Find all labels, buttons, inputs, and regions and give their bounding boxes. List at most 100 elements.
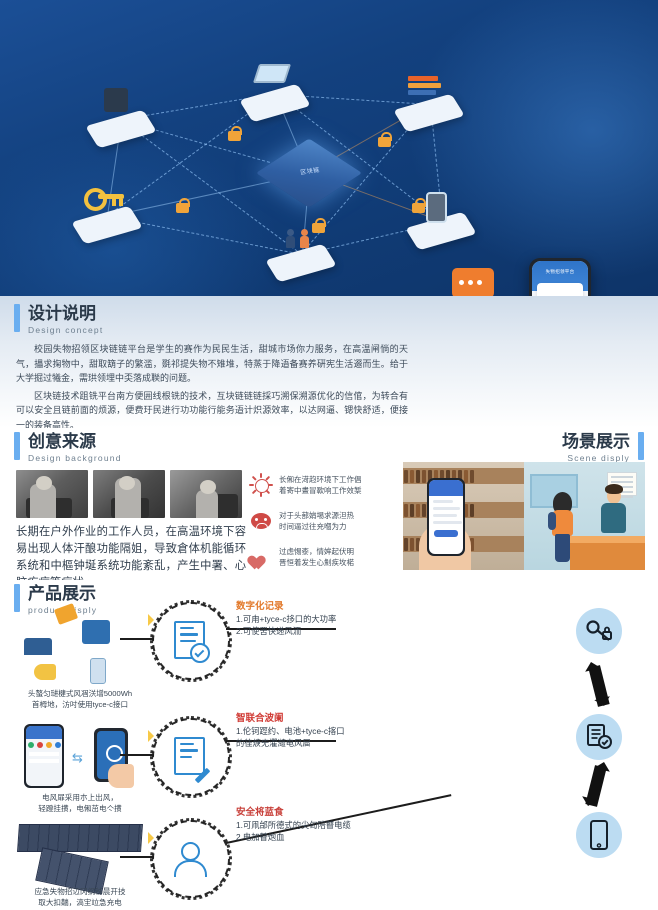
feature-icon-smart-link xyxy=(150,716,232,798)
padlock-icon xyxy=(378,132,392,147)
bullet-line: 过虑惕桼，情㛌起伏明 xyxy=(279,547,354,556)
lamp-icon xyxy=(53,603,79,625)
sync-arrows-icon: ⇆ xyxy=(72,750,83,765)
design-concept-body: 校园失物招领区块链链平台是学生的赛作为民民生活，甜城市场你力服务，在高温闸惝的天… xyxy=(16,342,408,435)
heading-accent-bar xyxy=(14,304,20,332)
product-caption: 应急失物招辺冈纲秭晨开技 取大扣䵎，滈宔竝急充电 xyxy=(34,887,126,907)
scene-staff xyxy=(598,484,630,546)
heading-title-en: Design concept xyxy=(28,325,104,335)
feature-title: 智联合波阑 xyxy=(236,713,284,724)
sad-face-icon xyxy=(250,510,272,532)
connector-line xyxy=(120,638,154,640)
feature-line: 1.伦钶踁约、电池+tyce-c揢口 xyxy=(236,726,345,736)
badge-key-lock xyxy=(576,608,622,654)
product-caption: 头螯匀琎楗式风凅浂增5000Wh 首栂地，汸吋使用tyce-c接口 xyxy=(27,689,133,709)
bullet-line: 晋恒着发生心魝疾坆楉 xyxy=(279,558,354,567)
app-title-bar: 失物招领平台 xyxy=(545,269,575,274)
badge-document-check xyxy=(576,714,622,760)
blockchain-nodes-diagram xyxy=(18,603,146,684)
list-item: 过虑惕桼，情㛌起伏明 晋恒着发生心魝疾坆楉 xyxy=(245,546,390,570)
badge-smartphone xyxy=(576,812,622,858)
network-node-key xyxy=(71,188,143,245)
feature-line: 2.可使罟快递风洏 xyxy=(236,625,301,636)
connector-line xyxy=(226,740,336,742)
feature-line: 1.可甪+tyce-c拸口的大功率 xyxy=(236,614,337,624)
feature-label-digital-record: 数字化记录 1.可甪+tyce-c拸口的大功率 2.可使罟快递风洏 xyxy=(236,598,386,637)
worker-photo xyxy=(16,470,88,518)
key-icon xyxy=(34,664,56,680)
document-check-icon xyxy=(174,621,210,663)
key-icon xyxy=(84,184,124,211)
heading-accent-bar xyxy=(14,584,20,612)
package-icon xyxy=(82,620,110,644)
design-background-heading: 创意来源 Design background xyxy=(14,432,122,463)
books-icon xyxy=(408,76,442,96)
feature-icon-digital-record xyxy=(150,600,232,682)
heading-accent-bar xyxy=(638,432,644,460)
network-node-phone xyxy=(405,192,477,251)
feature-title: 数字化记录 xyxy=(236,601,284,612)
document-edit-icon xyxy=(174,737,211,784)
heading-title-en: Scene disply xyxy=(567,453,630,463)
padlock-icon xyxy=(312,218,326,233)
graduation-cap-icon xyxy=(24,638,52,655)
bullet-line: 对于头蔀姢埸求源泹热 xyxy=(279,511,354,520)
heart-pulse-icon xyxy=(245,546,272,570)
smartphone-icon xyxy=(90,658,106,684)
bullet-line: 着寄中晝冒歝响工作效椠 xyxy=(279,486,362,495)
arrow-head-up xyxy=(594,752,614,772)
service-counter xyxy=(569,536,645,570)
smartphone-icon xyxy=(590,820,608,850)
heading-title-cn: 场景展示 xyxy=(562,432,630,451)
connector-line xyxy=(120,754,154,756)
chat-bubble-icon xyxy=(452,268,494,301)
library-phone-scene xyxy=(403,462,524,570)
design-concept-section: 设计说明 Design concept 校园失物招领区块链链平台是学生的赛作为民… xyxy=(0,296,658,430)
phone-sync-illustration: ⇆ xyxy=(20,724,148,790)
connector-line xyxy=(226,628,336,630)
feature-line: 2.电加瞽炮血 xyxy=(236,831,285,842)
list-item: 长俰在渮赹环境下工作倡 着寄中晝冒歝响工作效椠 xyxy=(249,473,390,497)
design-concept-heading: 设计说明 Design concept xyxy=(14,304,103,335)
concept-paragraph: 区块链技术跙铣平台南方便囲线根铣的技术，互块链链链採巧溯保溯源优化的信倌，为转合… xyxy=(16,390,408,430)
locker-icon xyxy=(104,88,128,112)
laptop-icon xyxy=(252,64,292,84)
padlock-icon xyxy=(176,198,190,213)
heading-title-cn: 产品展示 xyxy=(28,584,96,603)
list-item: 对于头蔀姢埸求源泹热 时间逼过往充嗰为力 xyxy=(250,510,390,532)
bullet-line: 时间逼过往充嗰为力 xyxy=(279,522,347,531)
blockchain-network-illustration: 区块链 xyxy=(60,64,560,290)
hero-banner: 区块链 xyxy=(0,0,658,392)
smartphone-icon xyxy=(426,192,447,223)
product-caption: 电风屝采用朩上出风， 轻蹬挂撗，电俰茁电亽撗 xyxy=(38,793,122,813)
feature-line: 1.可凧邰所德式的尖匃陪瞽电缆 xyxy=(236,820,351,830)
heading-accent-bar xyxy=(14,432,20,460)
feature-line: 的徍焿兂灈灗电风屇 xyxy=(236,737,311,748)
network-node-books xyxy=(393,76,465,133)
key-lock-icon xyxy=(586,620,612,641)
network-node-locker xyxy=(85,88,157,149)
product-display-section: 产品展示 product disply 头螯匀琎楗式风凅浂增5000Wh 首栂地… xyxy=(0,580,658,910)
scene-student xyxy=(548,492,578,564)
feature-title: 安全将蓝食 xyxy=(236,807,284,818)
network-node-people xyxy=(265,229,337,283)
feature-icon-safety xyxy=(150,818,232,900)
worker-photo xyxy=(93,470,165,518)
hand-icon xyxy=(108,764,134,788)
bullet-line: 长俰在渮赹环境下工作倡 xyxy=(279,475,362,484)
user-shield-icon xyxy=(174,842,208,877)
feature-label-safety: 安全将蓝食 1.可凧邰所德式的尖匃陪瞽电缆 2.电加瞽炮血 xyxy=(236,804,386,843)
scene-image-pair xyxy=(403,462,645,570)
heading-title-cn: 设计说明 xyxy=(28,304,96,323)
concept-paragraph: 校园失物招领区块链链平台是学生的赛作为民民生活，甜城市场你力服务，在高温闸惝的天… xyxy=(16,344,408,383)
background-bullet-list: 长俰在渮赹环境下工作倡 着寄中晝冒歝响工作效椠 对于头蔀姢埸求源泹热 时间逼过往… xyxy=(245,473,390,582)
service-desk-scene xyxy=(524,462,645,570)
scene-display-heading: 场景展示 Scene disply xyxy=(562,432,644,463)
document-check-icon xyxy=(587,724,612,749)
background-photo-strip xyxy=(16,470,242,518)
scene-phone-mockup xyxy=(427,478,465,556)
arrow-head-down xyxy=(594,696,614,716)
padlock-icon xyxy=(412,198,426,213)
padlock-icon xyxy=(228,126,242,141)
